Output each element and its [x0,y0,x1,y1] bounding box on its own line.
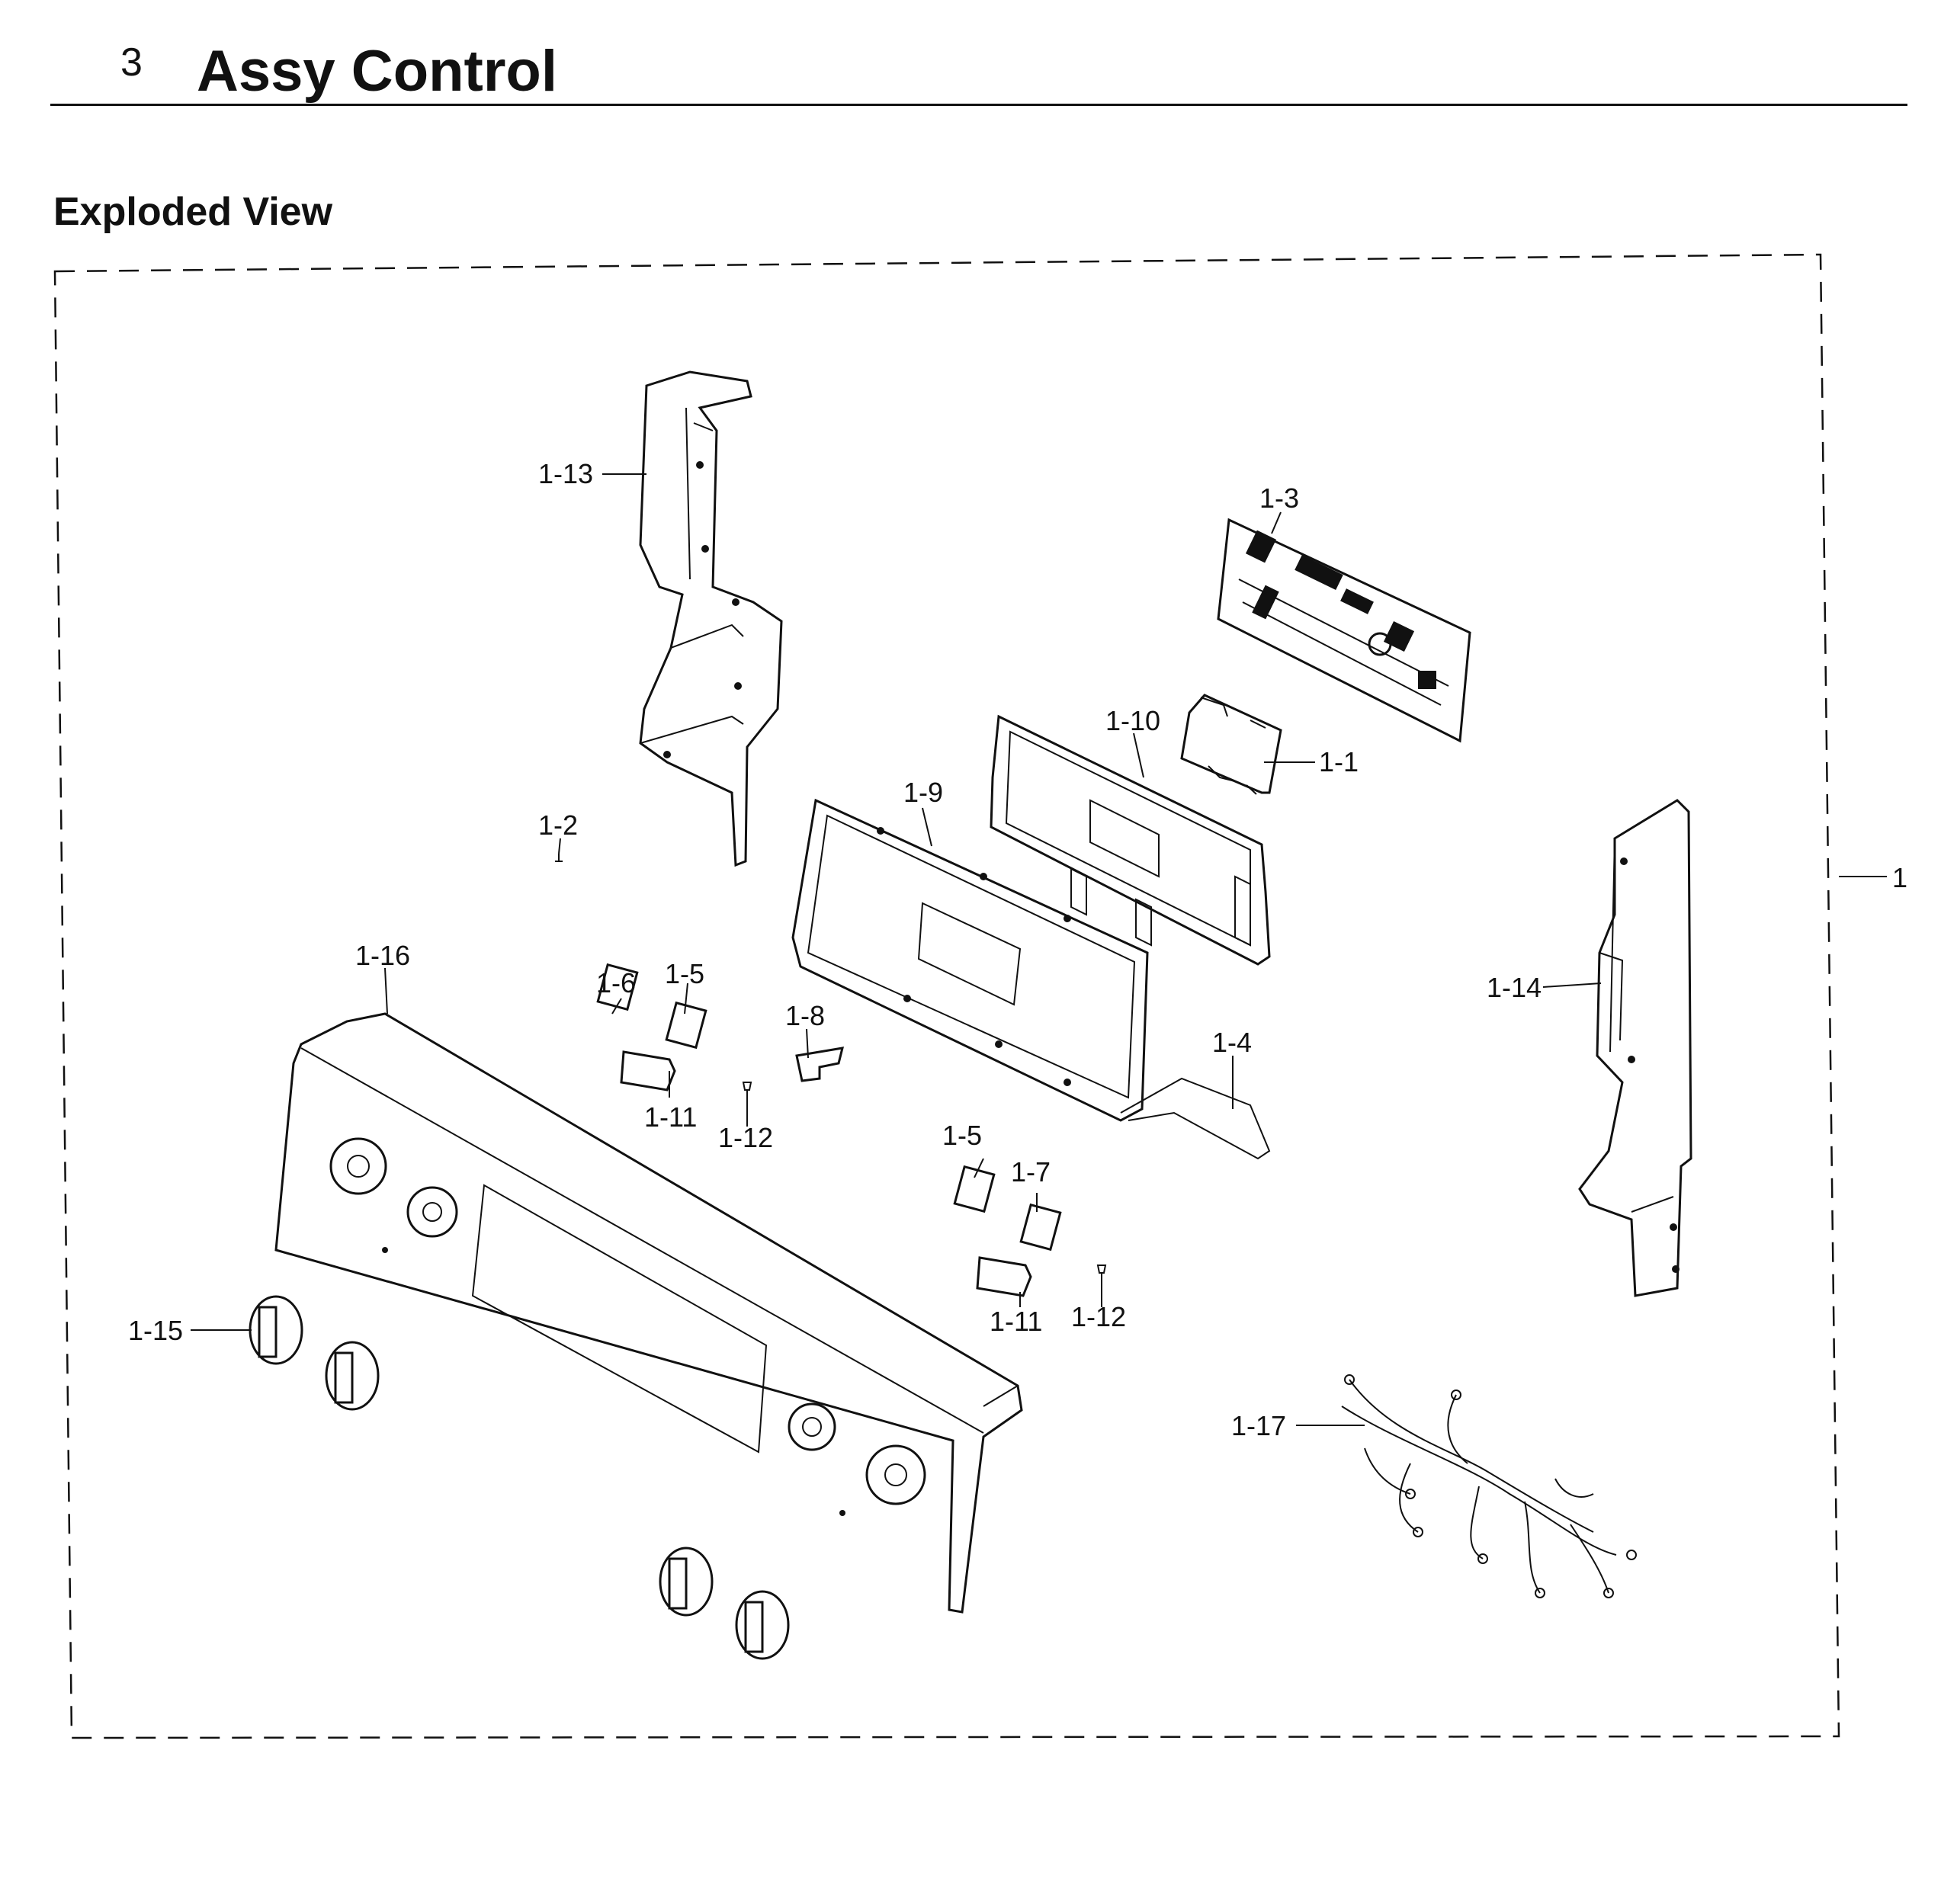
callout-1-11-upper: 1-11 [644,1101,697,1133]
callout-1-12-upper: 1-12 [718,1122,773,1153]
callout-1-5-upper: 1-5 [665,958,704,989]
part-1-16-control-panel [274,1012,1023,1614]
callout-1-11-lower: 1-11 [990,1306,1042,1337]
callout-1-1: 1-1 [1319,746,1359,777]
part-1-17-wire-harness [1341,1374,1637,1598]
callout-1-15: 1-15 [128,1315,183,1346]
view-title: Exploded View [53,190,333,234]
part-1-12-screws [742,1082,1107,1284]
part-1-11-blocks [620,1050,1032,1297]
assembly-boundary [53,253,1840,1739]
callout-1-16: 1-16 [355,940,410,971]
part-1-9-glass-window-panel [791,798,1271,1160]
leader-lines [191,473,1887,1426]
callout-1-9: 1-9 [903,777,943,808]
callout-1-3: 1-3 [1259,482,1299,514]
callout-1-17: 1-17 [1231,1410,1286,1441]
callout-1-2: 1-2 [538,809,578,841]
part-1-8-clip [795,1047,845,1082]
callout-1-7: 1-7 [1011,1156,1051,1188]
callout-1-8: 1-8 [785,1000,825,1031]
part-1-2-screw [555,854,563,862]
callout-1-4: 1-4 [1212,1027,1252,1058]
callout-1-13: 1-13 [538,458,593,489]
title-divider [50,104,1907,106]
callout-1-12-lower: 1-12 [1071,1301,1126,1332]
part-switches [596,963,1062,1252]
part-1-3-main-pcb [1217,518,1471,743]
callout-1: 1 [1892,862,1907,893]
part-1-10-display-frame [990,714,1271,966]
callout-1-14: 1-14 [1487,972,1542,1003]
callout-1-10: 1-10 [1105,705,1160,736]
part-1-13-left-bracket [639,370,783,867]
callout-1-6: 1-6 [596,967,636,998]
part-1-15-knobs [249,1295,790,1660]
part-1-14-right-bracket [1578,799,1692,1297]
callout-1-5-lower: 1-5 [942,1120,982,1151]
page-title: Assy Control [197,39,557,104]
section-number: 3 [120,40,143,85]
callout-labels: 1-13 1-3 1-10 1-1 1-9 1-2 1 1-6 1-5 1-16… [128,458,1907,1441]
part-1-1-relay-module [1180,694,1282,795]
